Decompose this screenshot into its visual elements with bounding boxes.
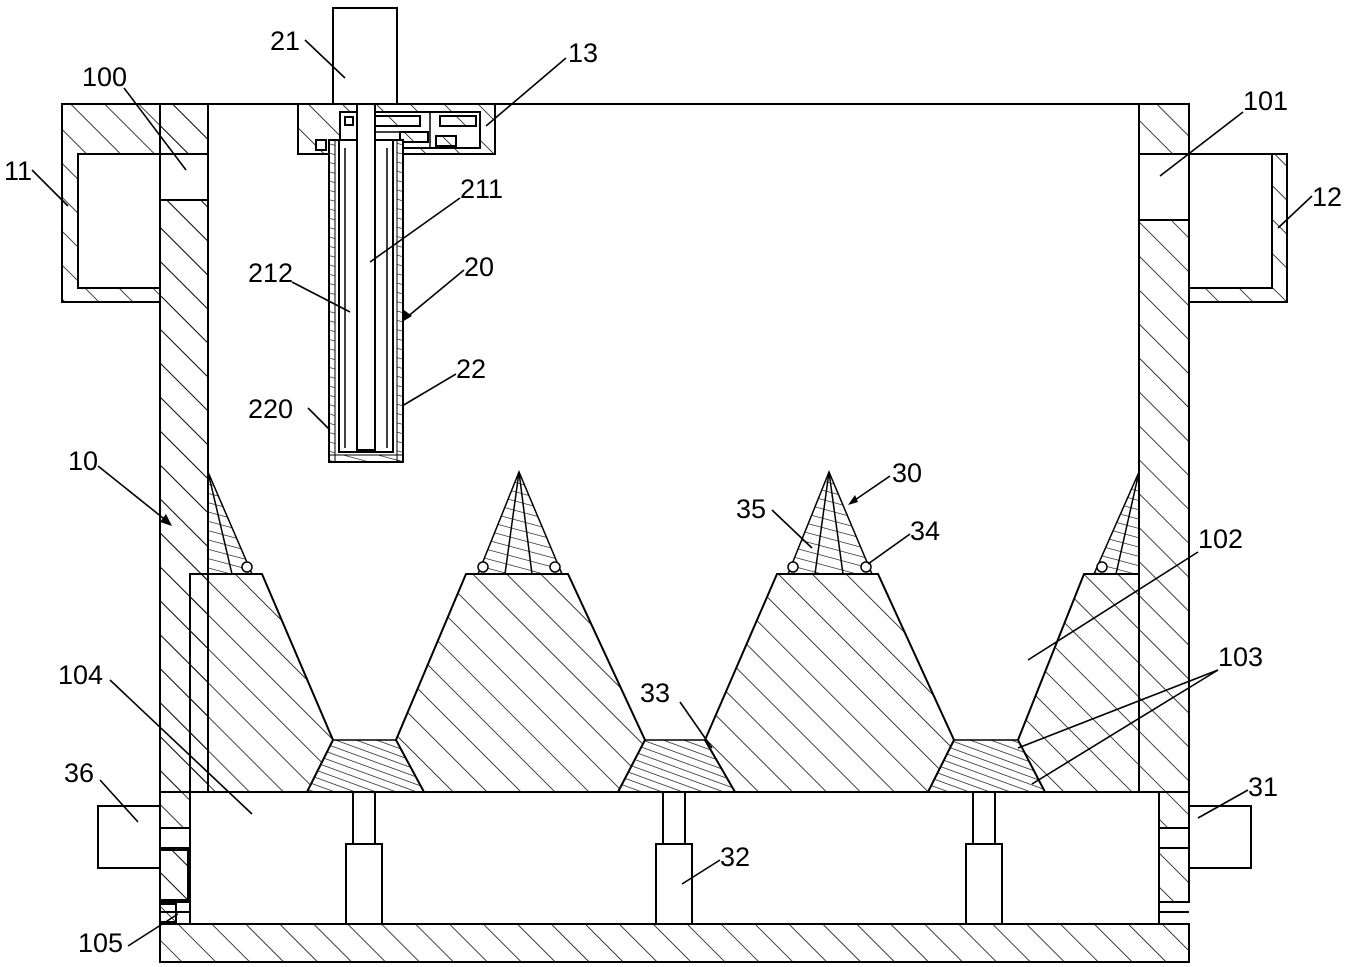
side-box-12 [1138,153,1288,303]
label-21: 21 [270,26,300,56]
cone-1 [476,470,564,575]
label-31: 31 [1248,772,1278,802]
label-220: 220 [248,394,293,424]
label-36: 36 [64,758,94,788]
label-10: 10 [68,446,98,476]
label-13: 13 [568,38,598,68]
label-35: 35 [736,494,766,524]
label-11: 11 [4,156,32,186]
cone-right-half [1092,471,1140,575]
labels: 21 13 100 101 11 12 211 212 20 22 220 10… [4,26,1342,958]
label-30: 30 [892,458,922,488]
hopper-body [189,573,1140,793]
label-104: 104 [58,660,103,690]
label-103: 103 [1218,642,1263,672]
motor-21 [332,7,398,105]
slot-105 [160,901,1189,913]
lower-chamber-104 [189,791,1160,925]
label-101: 101 [1243,86,1288,116]
cone-left-half [207,471,254,575]
label-12: 12 [1312,182,1342,212]
label-211: 211 [460,174,503,204]
tube-20 [315,103,404,463]
label-105: 105 [78,928,123,958]
label-33: 33 [640,678,670,708]
label-100: 100 [82,62,127,92]
label-20: 20 [464,252,494,282]
label-22: 22 [456,354,486,384]
port-36 [97,805,190,869]
label-102: 102 [1198,524,1243,554]
label-212: 212 [248,258,293,288]
label-34: 34 [910,516,940,546]
cone-2 [786,470,874,575]
side-box-11 [61,103,209,303]
label-32: 32 [720,842,750,872]
